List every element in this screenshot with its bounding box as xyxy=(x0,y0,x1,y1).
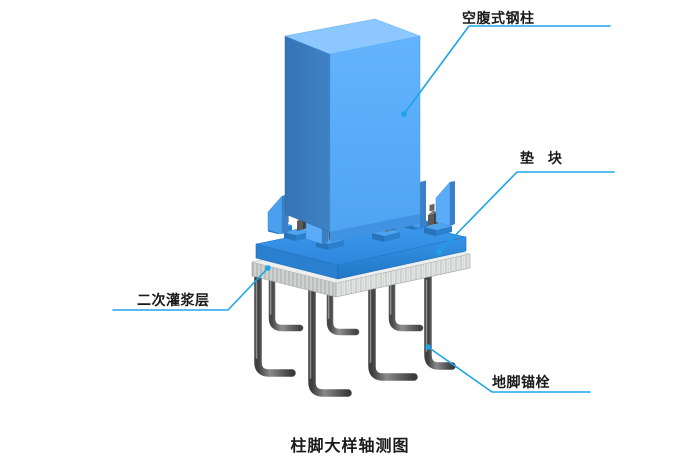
anchor-bolts-group xyxy=(254,264,456,397)
leader-dot-column xyxy=(401,111,407,117)
label-hollow-steel-column: 空腹式钢柱 xyxy=(462,10,535,26)
label-anchor-bolt: 地脚锚栓 xyxy=(492,374,550,390)
leader-dot-pad xyxy=(436,249,442,255)
leader-grout xyxy=(112,267,269,311)
label-bearing-pad: 垫 块 xyxy=(520,150,567,166)
leader-column xyxy=(403,25,611,115)
leader-dot-anchor xyxy=(425,344,431,350)
leader-pad xyxy=(438,171,615,253)
leader-dot-grout xyxy=(265,265,271,271)
label-secondary-grout-layer: 二次灌浆层 xyxy=(137,292,210,308)
hollow-steel-column xyxy=(284,18,421,242)
figure-caption: 柱脚大样轴测图 xyxy=(290,438,410,455)
leader-anchor xyxy=(427,346,591,393)
